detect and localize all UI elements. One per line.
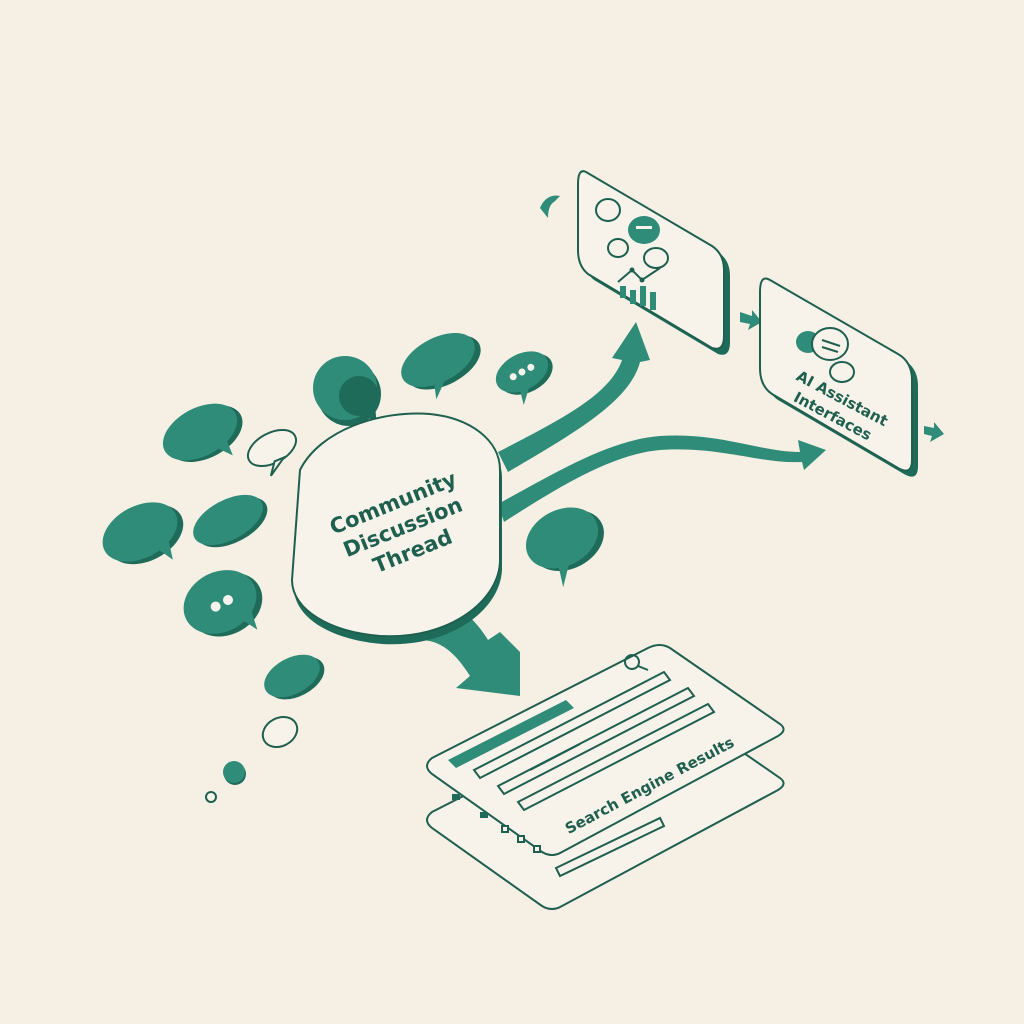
speech-bubble-icon <box>102 502 184 565</box>
speech-bubble-icon <box>313 356 381 426</box>
analytics-card <box>577 170 730 355</box>
speech-bubble-icon <box>495 351 553 406</box>
speech-bubble-icon <box>183 570 263 637</box>
speech-bubble-icon <box>223 761 246 785</box>
speech-bubble-icon <box>261 716 299 748</box>
floating-bubbles <box>102 332 604 803</box>
result-ticks <box>452 794 666 878</box>
community-hub: Community Discussion Thread <box>290 412 502 645</box>
speech-bubble-icon <box>193 494 268 548</box>
speech-bubble-icon <box>401 332 481 400</box>
speech-bubble-icon <box>246 428 298 477</box>
speech-bubble-icon <box>162 403 243 462</box>
bar-chart-icon <box>617 267 661 310</box>
search-results-card: Search Engine Results <box>426 644 785 910</box>
magnifier-icon <box>624 654 649 671</box>
chat-cluster-icon <box>796 327 855 383</box>
speech-bubble-icon <box>264 654 325 700</box>
chat-cluster-icon <box>595 198 669 269</box>
speech-bubble-icon <box>205 791 217 803</box>
ai-assistant-card: AI Assistant Interfaces <box>759 277 918 477</box>
speech-bubble-icon <box>525 507 604 588</box>
